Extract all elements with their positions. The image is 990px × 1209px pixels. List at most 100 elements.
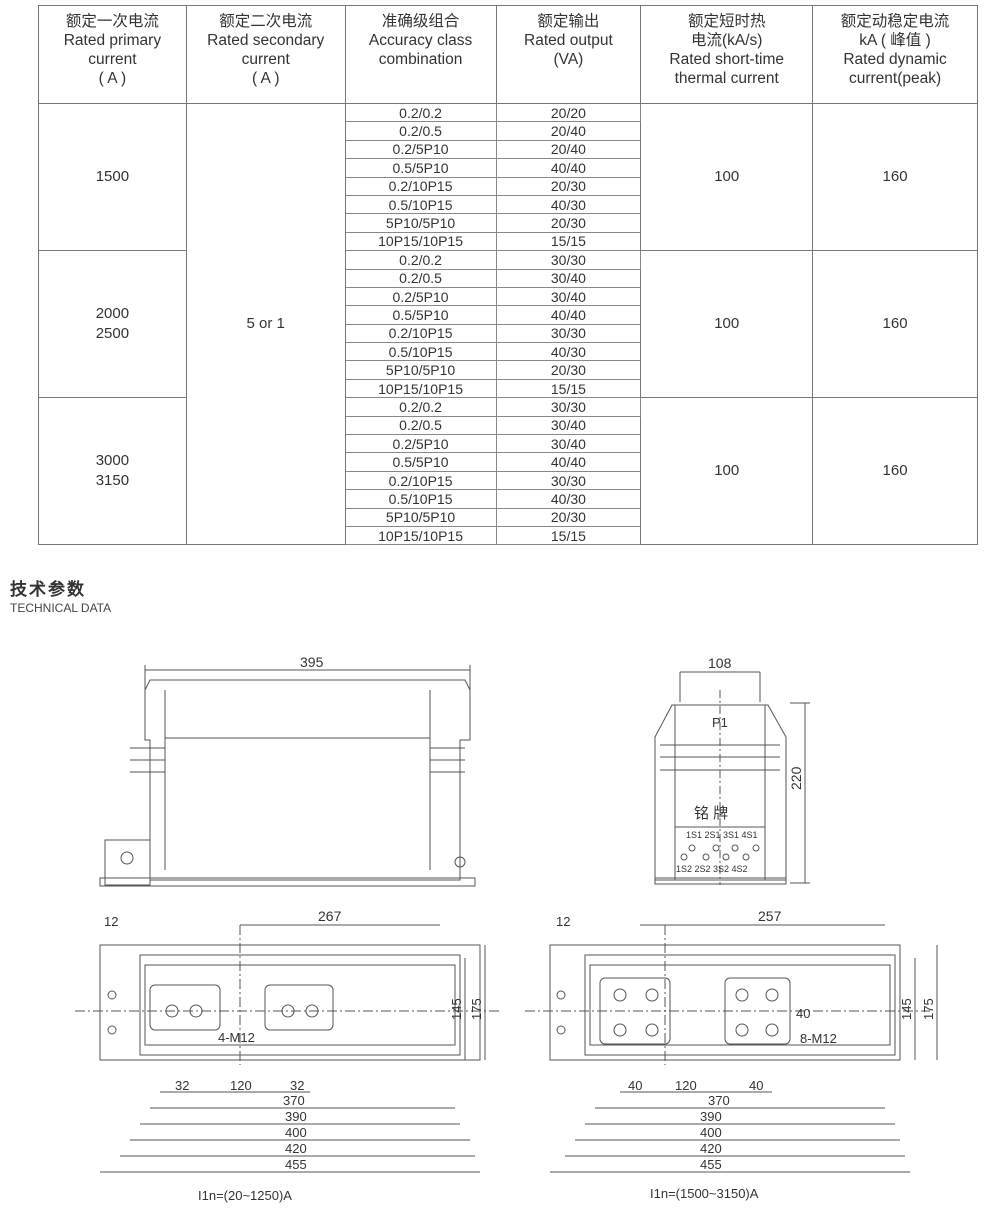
secondary-current-cell: 5 or 1	[185, 102, 346, 546]
accuracy-class-cell: 5P10/5P10	[344, 507, 497, 527]
rating-table: 额定一次电流 Rated primary current ( A ) 额定二次电流 Rat…	[38, 5, 978, 546]
dim-220: 220	[788, 766, 804, 790]
header-line: 额定输出	[537, 13, 600, 30]
terminal-labels-top: 1S1 2S1 3S1 4S1	[686, 830, 758, 840]
header-line: kA ( 峰值 )	[859, 32, 931, 49]
thermal-current-cell: 100	[640, 250, 814, 399]
dim-420: 420	[285, 1141, 307, 1156]
rated-output-cell: 40/30	[495, 489, 642, 509]
terminal-p1-label: P1	[712, 715, 728, 730]
header-line: 额定一次电流	[65, 13, 159, 30]
header-line: Rated primary	[63, 32, 162, 49]
accuracy-class-cell: 0.2/0.2	[344, 102, 497, 123]
header-line: Rated output	[524, 32, 613, 49]
rated-output-cell: 20/20	[495, 102, 642, 123]
terminal-labels-bottom: 1S2 2S2 3S2 4S2	[676, 864, 748, 874]
rated-output-cell: 20/30	[495, 213, 642, 233]
dim-145: 145	[899, 998, 914, 1020]
dim-40b: 40	[749, 1078, 763, 1093]
primary-current-value: 3000	[95, 452, 130, 470]
bolt-label: 4-M12	[218, 1030, 255, 1045]
dim-40-vertical: 40	[796, 1006, 810, 1021]
accuracy-class-cell: 10P15/10P15	[344, 525, 497, 546]
dynamic-current-cell: 160	[812, 250, 978, 399]
accuracy-class-cell: 0.5/5P10	[344, 158, 497, 178]
header-line: combination	[378, 51, 463, 68]
rated-output-cell: 40/30	[495, 194, 642, 215]
secondary-terminal-icons	[680, 844, 760, 861]
primary-current-value: 2500	[95, 325, 130, 343]
dim-390: 390	[285, 1109, 307, 1124]
header-line: 额定短时热	[687, 13, 766, 30]
primary-current-value: 3150	[95, 472, 130, 490]
header-line: Rated secondary	[207, 32, 325, 49]
accuracy-class-cell: 0.5/10P15	[344, 194, 497, 215]
primary-current-cell: 3000 3150	[38, 397, 187, 546]
front-view-drawing: 395	[99, 654, 476, 887]
column-header: 额定二次电流 Rated secondary current ( A )	[185, 5, 346, 104]
rated-output-cell: 20/30	[495, 507, 642, 527]
caption-left: I1n=(20~1250)A	[198, 1188, 292, 1203]
dim-175: 175	[469, 998, 484, 1020]
dim-400: 400	[700, 1125, 722, 1140]
section-title-cn: 技术参数	[10, 580, 86, 599]
dim-40a: 40	[628, 1078, 642, 1093]
dim-120: 120	[675, 1078, 697, 1093]
plan-view-left: 12 267 4-M12 145 175 32 120 32 370 390 4…	[75, 908, 500, 1203]
dim-400: 400	[285, 1125, 307, 1140]
accuracy-class-cell: 0.2/5P10	[344, 286, 497, 307]
header-line: Rated short-time	[669, 51, 784, 68]
header-line: ( A )	[98, 70, 127, 87]
dim-420: 420	[700, 1141, 722, 1156]
dim-455: 455	[700, 1157, 722, 1172]
dim-370: 370	[283, 1093, 305, 1108]
column-header: 额定短时热电流(kA/s) Rated short-time thermal cur…	[640, 5, 814, 104]
dim-12: 12	[104, 914, 118, 929]
dim-267: 267	[318, 908, 342, 924]
section-title-en: TECHNICAL DATA	[10, 601, 112, 615]
header-line: thermal current	[674, 70, 779, 87]
dynamic-current-cell: 160	[812, 397, 978, 546]
dim-395: 395	[300, 654, 324, 670]
rated-output-cell: 30/30	[495, 397, 642, 417]
column-header: 额定输出 Rated output (VA)	[495, 5, 642, 104]
primary-current-value: 1500	[95, 168, 130, 186]
dim-390: 390	[700, 1109, 722, 1124]
header-line: 额定动稳定电流	[840, 13, 950, 30]
header-line: current	[241, 51, 290, 68]
header-line: 电流(kA/s)	[690, 32, 763, 49]
accuracy-class-cell: 0.2/0.5	[344, 415, 497, 436]
rated-output-cell: 30/30	[495, 250, 642, 270]
plan-view-right: 12 257 40 8-M12 145 175 40 120 40 370 39…	[525, 908, 938, 1201]
header-line: 准确级组合	[381, 13, 460, 30]
bolt-label: 8-M12	[800, 1031, 837, 1046]
dim-145: 145	[449, 998, 464, 1020]
section-heading: 技术参数 TECHNICAL DATA	[10, 575, 111, 615]
header-line: 额定二次电流	[219, 13, 313, 30]
dim-32b: 32	[290, 1078, 304, 1093]
header-line: ( A )	[251, 70, 280, 87]
accuracy-class-cell: 10P15/10P15	[344, 378, 497, 399]
side-view-drawing: 108 220 P1 铭 牌 1S1 2S1 3S1 4S1 1S2 2S2 3…	[654, 655, 810, 885]
header-line: (VA)	[553, 51, 584, 68]
dim-370: 370	[708, 1093, 730, 1108]
dim-455: 455	[285, 1157, 307, 1172]
dim-175: 175	[921, 998, 936, 1020]
